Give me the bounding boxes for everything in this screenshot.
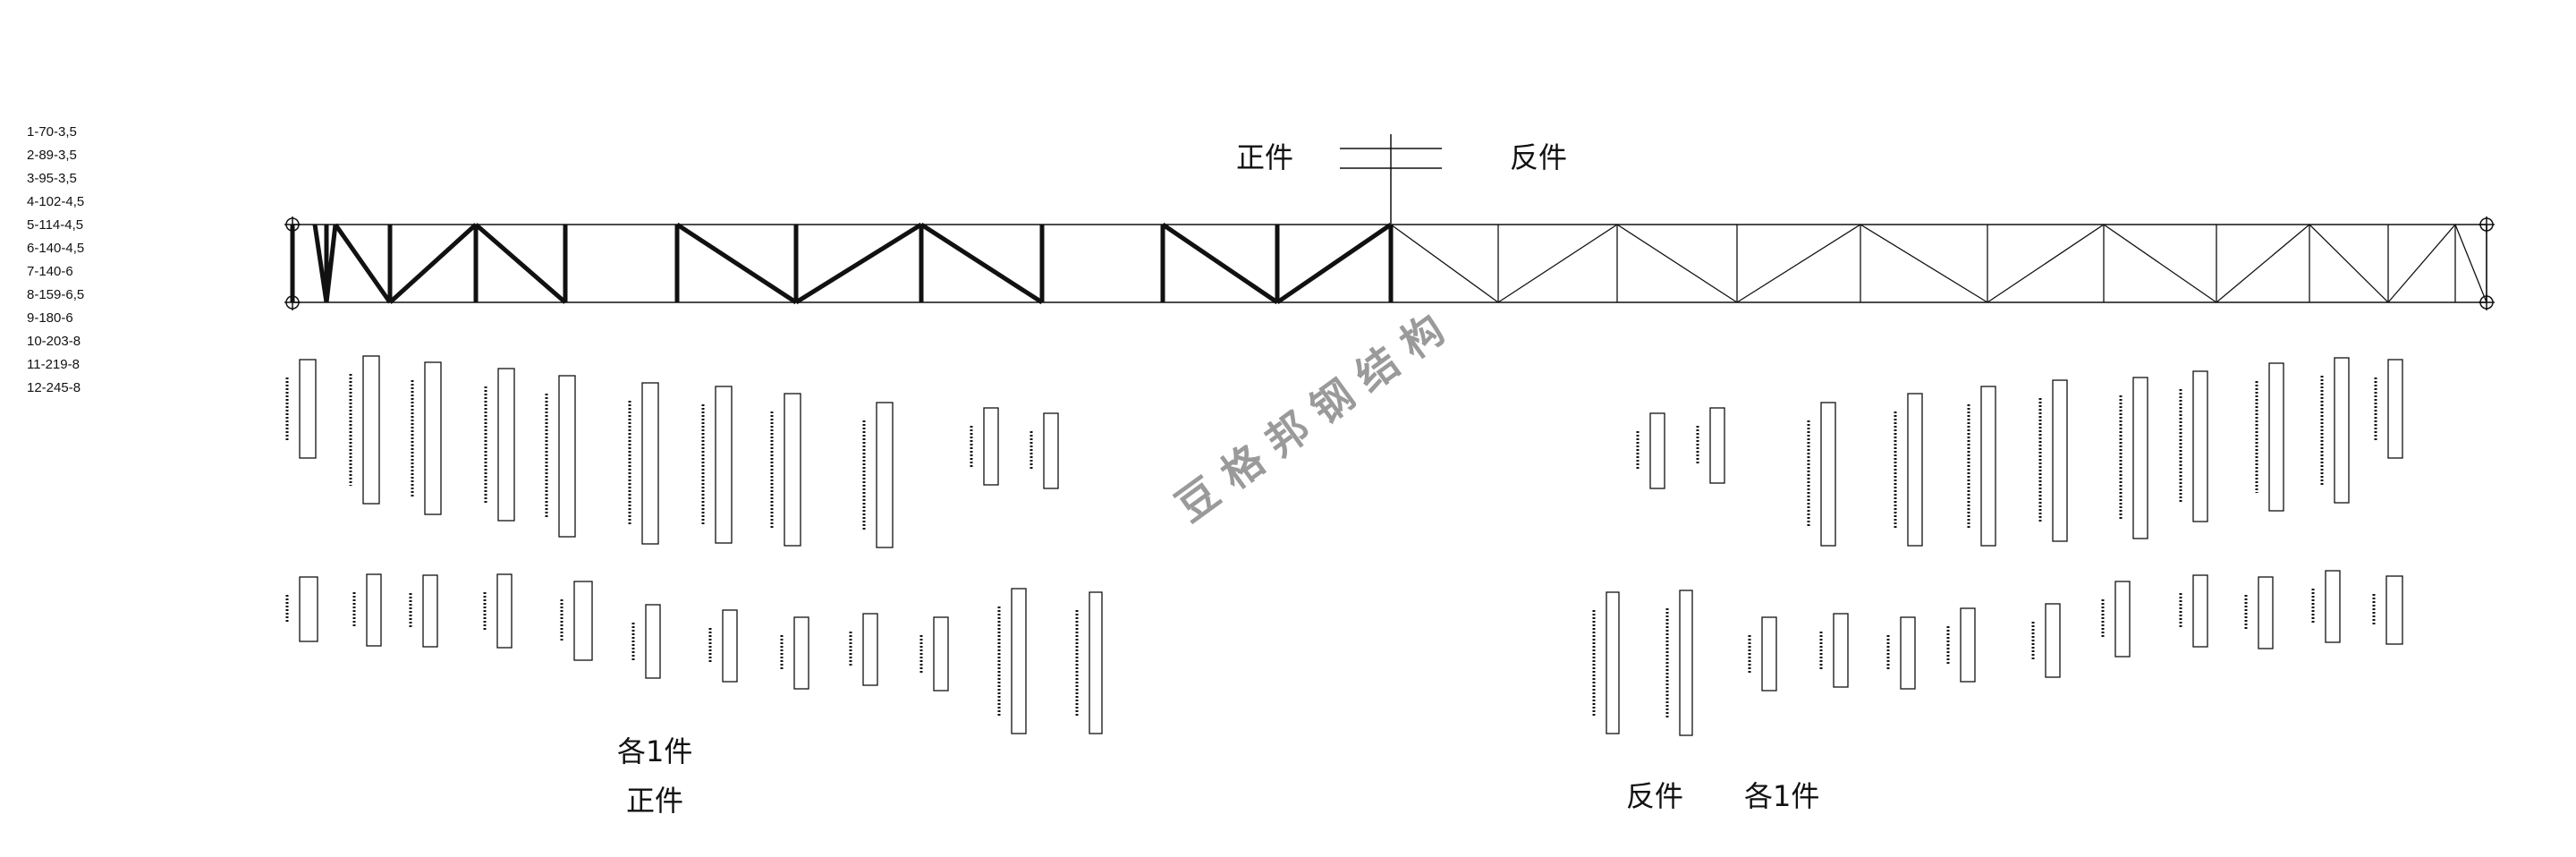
each-one-right-label: 各1件	[1744, 779, 1819, 813]
truss-web-front-half	[290, 222, 1394, 305]
symmetry-axis-symbol	[1340, 134, 1442, 224]
member-piece	[933, 616, 949, 692]
legend-item: 10-203-8	[27, 334, 81, 349]
member-piece	[983, 407, 999, 486]
member-piece	[2334, 357, 2350, 504]
member-piece	[1833, 613, 1849, 688]
member-piece	[2387, 359, 2403, 459]
member-piece	[299, 359, 317, 459]
member-piece	[784, 393, 801, 547]
member-piece	[1679, 590, 1693, 736]
support-symbols	[284, 216, 2495, 310]
member-piece	[876, 402, 894, 548]
member-piece	[1960, 607, 1976, 683]
each-one-left-label: 各1件	[617, 734, 692, 768]
web-diagonal	[474, 223, 567, 304]
member-piece	[2258, 576, 2274, 649]
web-diagonal	[1497, 224, 1618, 303]
web-diagonal	[2103, 224, 2217, 303]
web-diagonal	[1275, 222, 1393, 305]
web-diagonal	[1161, 222, 1279, 305]
member-piece	[366, 573, 382, 647]
member-piece	[422, 574, 438, 648]
member-piece	[2325, 570, 2341, 643]
member-spec-legend: 1-70-3,5 2-89-3,5 3-95-3,5 4-102-4,5 5-114-4…	[27, 121, 84, 400]
member-piece	[1761, 616, 1777, 692]
web-diagonal	[388, 223, 478, 304]
member-piece	[645, 604, 661, 679]
web-diagonal	[919, 222, 1044, 305]
member-piece	[2268, 362, 2284, 512]
legend-item: 12-245-8	[27, 380, 81, 395]
member-piece	[1900, 616, 1916, 690]
member-piece	[2052, 379, 2068, 542]
truss-web-reverse-half	[1390, 224, 2487, 303]
member-piece	[1709, 407, 1725, 484]
legend-item: 7-140-6	[27, 264, 73, 279]
web-diagonal	[1987, 224, 2105, 303]
web-diagonal	[333, 223, 393, 304]
member-piece	[497, 368, 515, 522]
legend-item: 4-102-4,5	[27, 194, 85, 209]
member-piece	[641, 382, 659, 545]
member-piece	[2114, 581, 2131, 658]
member-piece	[2192, 574, 2208, 648]
web-diagonal	[312, 224, 329, 303]
legend-item: 9-180-6	[27, 310, 73, 326]
member-piece	[2045, 603, 2061, 678]
member-piece	[1820, 402, 1836, 547]
legend-item: 3-95-3,5	[27, 171, 77, 186]
legend-item: 5-114-4,5	[27, 217, 84, 233]
web-diagonal	[2216, 224, 2310, 303]
web-diagonal	[675, 222, 798, 305]
member-piece	[1980, 386, 1996, 547]
member-piece	[424, 361, 442, 515]
member-piece	[2132, 377, 2148, 539]
member-piece	[715, 386, 733, 544]
front-piece-top-label: 正件	[1236, 140, 1293, 174]
member-piece	[362, 355, 380, 505]
member-piece	[573, 581, 593, 661]
legend-item: 2-89-3,5	[27, 148, 77, 163]
reverse-piece-bottom-label: 反件	[1626, 779, 1683, 813]
web-diagonal	[1736, 224, 1861, 303]
web-diagonal	[1616, 224, 1738, 303]
member-piece	[1089, 591, 1103, 734]
member-piece	[2385, 575, 2403, 645]
front-piece-bottom-label: 正件	[626, 784, 683, 818]
legend-item: 8-159-6,5	[27, 287, 85, 302]
web-diagonal	[2387, 224, 2456, 303]
member-piece	[1043, 412, 1059, 489]
legend-item: 1-70-3,5	[27, 124, 77, 140]
member-piece	[1907, 393, 1923, 547]
member-piece	[722, 609, 738, 683]
legend-item: 11-219-8	[27, 357, 80, 372]
member-piece	[2192, 370, 2208, 522]
web-diagonal	[2454, 224, 2487, 303]
watermark: 豆格邦钢结构	[1167, 297, 1465, 531]
web-diagonal	[1390, 224, 1499, 303]
web-diagonal	[324, 224, 338, 303]
member-piece	[1011, 588, 1027, 734]
member-piece	[793, 616, 809, 690]
member-piece	[1649, 412, 1665, 489]
reverse-piece-top-label: 反件	[1510, 140, 1567, 174]
member-piece	[862, 613, 878, 686]
web-diagonal	[2309, 224, 2389, 303]
member-pieces	[285, 355, 2403, 736]
web-diagonal	[794, 222, 923, 305]
member-piece	[496, 573, 513, 649]
member-piece	[558, 375, 576, 538]
web-diagonal	[1860, 224, 1988, 303]
member-piece	[299, 576, 318, 642]
legend-item: 6-140-4,5	[27, 241, 85, 256]
member-piece	[1606, 591, 1620, 734]
